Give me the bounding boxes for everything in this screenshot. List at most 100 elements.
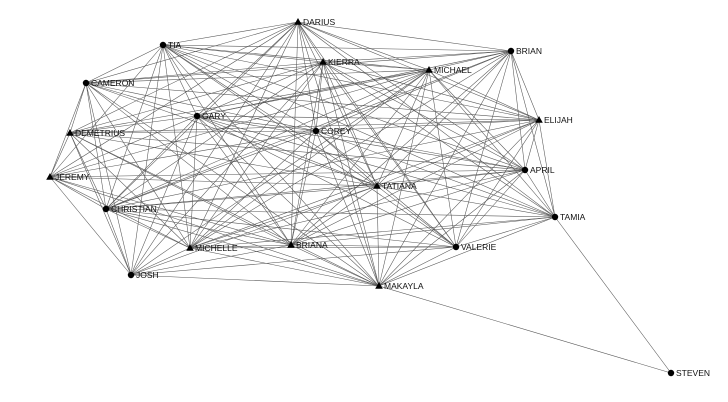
node-label-brian: BRIAN xyxy=(516,46,542,56)
edge-kierra-demetrius xyxy=(69,61,324,134)
edge-brian-makayla xyxy=(378,50,512,287)
edge-april-michelle xyxy=(189,169,526,249)
node-tatiana: TATIANA xyxy=(373,181,417,191)
node-valerie: VALERIE xyxy=(452,242,497,252)
edge-brian-valerie xyxy=(455,50,512,248)
node-label-michelle: MICHELLE xyxy=(195,243,238,253)
edge-kierra-valerie xyxy=(322,61,457,248)
edge-elijah-briana xyxy=(290,119,540,246)
edge-elijah-tamia xyxy=(538,119,556,218)
node-label-josh: JOSH xyxy=(136,270,159,280)
edge-michelle-briana xyxy=(189,244,292,249)
node-marker-josh xyxy=(127,271,135,279)
edge-gary-makayla xyxy=(196,115,380,287)
edge-kierra-elijah xyxy=(322,61,540,121)
edge-elijah-corey xyxy=(315,119,540,132)
node-label-tamia: TAMIA xyxy=(560,212,586,222)
node-label-valerie: VALERIE xyxy=(461,242,497,252)
node-label-makayla: MAKAYLA xyxy=(384,281,424,291)
edge-christian-valerie xyxy=(105,208,457,248)
edge-april-briana xyxy=(290,169,526,246)
edge-brian-cameron xyxy=(85,50,512,84)
edge-tia-michael xyxy=(162,44,430,71)
node-marker-demetrius xyxy=(66,129,74,136)
edge-gary-elijah xyxy=(196,115,540,121)
node-marker-briana xyxy=(287,241,295,248)
edge-tia-christian xyxy=(105,44,164,210)
edge-jeremy-makayla xyxy=(49,176,380,287)
edge-brian-tamia xyxy=(510,50,556,218)
edge-brian-april xyxy=(510,50,526,171)
edge-darius-kierra xyxy=(297,21,324,63)
edge-michael-briana xyxy=(290,69,430,246)
node-marker-christian xyxy=(102,205,110,213)
edge-darius-valerie xyxy=(297,21,457,248)
edge-kierra-april xyxy=(322,61,526,171)
edge-brian-elijah xyxy=(510,50,540,121)
edge-demetrius-makayla xyxy=(69,132,380,287)
edge-tatiana-valerie xyxy=(376,185,457,248)
node-label-briana: BRIANA xyxy=(296,240,328,250)
edge-corey-tamia xyxy=(315,130,556,218)
edge-tia-tatiana xyxy=(162,44,378,187)
edge-christian-briana xyxy=(105,208,292,246)
edge-tamia-valerie xyxy=(455,216,556,248)
edge-gary-jeremy xyxy=(49,115,198,178)
node-michelle: MICHELLE xyxy=(186,243,238,253)
edge-corey-jeremy xyxy=(49,130,317,178)
edge-demetrius-tatiana xyxy=(69,132,378,187)
node-jeremy: JEREMY xyxy=(46,172,90,182)
node-tamia: TAMIA xyxy=(551,212,586,222)
node-josh: JOSH xyxy=(127,270,159,280)
edge-brian-gary xyxy=(196,50,512,117)
node-gary: GARY xyxy=(193,111,226,121)
node-marker-tamia xyxy=(551,213,559,221)
edge-briana-makayla xyxy=(290,244,380,287)
node-marker-cameron xyxy=(82,79,90,87)
edge-tia-april xyxy=(162,44,526,171)
edge-gary-corey xyxy=(196,115,317,132)
edge-demetrius-josh xyxy=(69,132,132,276)
edge-darius-jeremy xyxy=(49,21,299,178)
edge-makayla-steven xyxy=(378,285,672,374)
edge-michelle-josh xyxy=(130,247,191,276)
edge-tia-gary xyxy=(162,44,198,117)
edge-cameron-corey xyxy=(85,82,317,132)
edge-michael-april xyxy=(428,69,526,171)
edge-cameron-makayla xyxy=(85,82,380,287)
node-label-april: APRIL xyxy=(530,165,555,175)
edge-april-tamia xyxy=(524,169,556,218)
edge-april-jeremy xyxy=(49,169,526,178)
node-elijah: ELIJAH xyxy=(535,115,573,125)
edge-tamia-makayla xyxy=(378,216,556,287)
edge-corey-briana xyxy=(290,130,317,246)
edge-gary-demetrius xyxy=(69,115,198,134)
edge-michael-elijah xyxy=(428,69,540,121)
edge-darius-cameron xyxy=(85,21,299,84)
edge-tamia-steven xyxy=(554,216,672,374)
edge-demetrius-briana xyxy=(69,132,292,246)
node-marker-elijah xyxy=(535,116,543,123)
edge-kierra-briana xyxy=(290,61,324,246)
edge-elijah-demetrius xyxy=(69,119,540,134)
edge-michael-tatiana xyxy=(376,69,430,187)
edge-kierra-tamia xyxy=(322,61,556,218)
edge-tia-brian xyxy=(162,44,512,52)
node-april: APRIL xyxy=(521,165,555,175)
edge-kierra-corey xyxy=(315,61,324,132)
edge-gary-michelle xyxy=(189,115,198,249)
edge-christian-michelle xyxy=(105,208,191,249)
edge-tatiana-michelle xyxy=(189,185,378,249)
edge-tatiana-briana xyxy=(290,185,378,246)
node-kierra: KIERRA xyxy=(319,57,360,67)
edge-kierra-makayla xyxy=(322,61,380,287)
edge-elijah-makayla xyxy=(378,119,540,287)
edge-darius-tia xyxy=(162,21,299,46)
edge-kierra-cameron xyxy=(85,61,324,84)
node-label-kierra: KIERRA xyxy=(328,57,360,67)
node-makayla: MAKAYLA xyxy=(375,281,424,291)
node-tia: TIA xyxy=(159,40,182,50)
edge-christian-josh xyxy=(105,208,132,276)
node-label-darius: DARIUS xyxy=(303,17,335,27)
